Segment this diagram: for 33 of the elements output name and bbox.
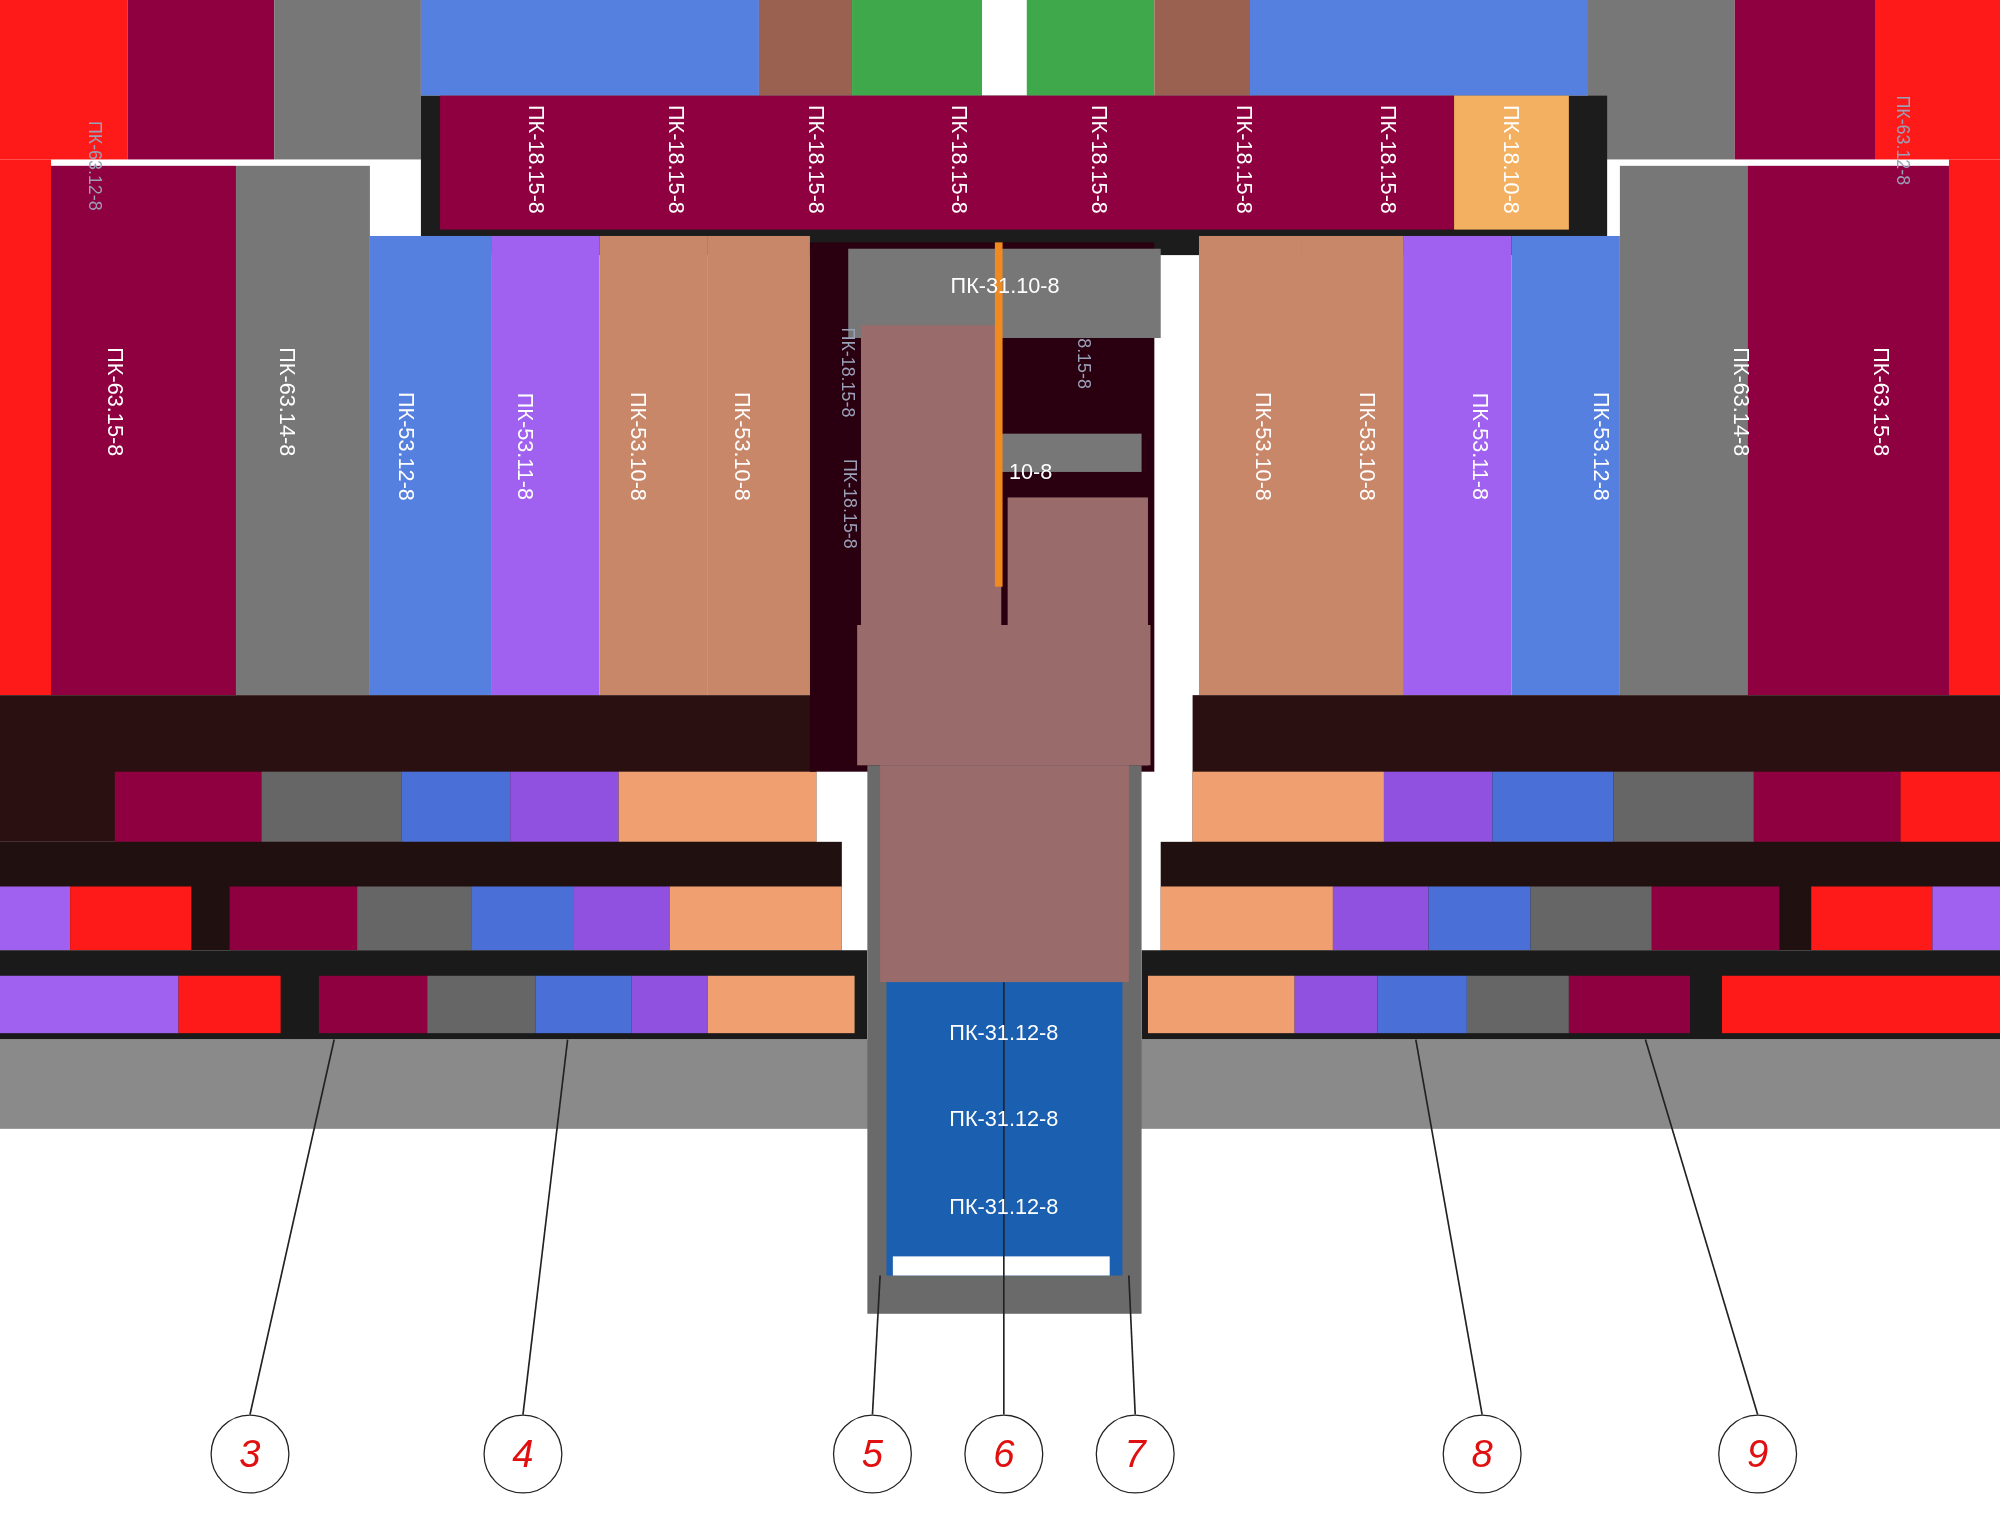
slab-mark: ПК-53.12-8 <box>1589 391 1612 501</box>
slab-mark: 8.15-8 <box>1075 338 1094 389</box>
slab-mark: ПК-63.12-8 <box>86 120 105 211</box>
slab-mark: ПК-63.15-8 <box>1870 347 1893 457</box>
slab-mark: ПК-53.10-8 <box>1251 391 1274 501</box>
axis-bubble: 5 <box>832 1414 912 1494</box>
axis-bubble: 9 <box>1718 1414 1798 1494</box>
axis-bubble: 7 <box>1095 1414 1175 1494</box>
slab-mark: ПК-18.15-8 <box>1232 104 1255 214</box>
slab-mark: ПК-18.15-8 <box>1088 104 1111 214</box>
slab-mark: ПК-18.15-8 <box>805 104 828 214</box>
slab-mark: ПК-18.15-8 <box>839 327 858 418</box>
axis-bubble: 4 <box>483 1414 563 1494</box>
slab-mark: ПК-63.14-8 <box>1730 347 1752 457</box>
axis-bubble: 3 <box>210 1414 290 1494</box>
axis-bubble: 6 <box>964 1414 1044 1494</box>
slab-mark: ПК-18.15-8 <box>524 104 547 214</box>
slab-mark: ПК-18.15-8 <box>665 104 687 214</box>
slab-mark: ПК-53.10-8 <box>731 391 754 501</box>
slab-mark: ПК-18.10-8 <box>1500 104 1523 214</box>
slab-mark: ПК-18.15-8 <box>948 104 971 214</box>
slab-mark: ПК-63.15-8 <box>103 347 126 457</box>
slab-mark: ПК-53.10-8 <box>1356 391 1379 501</box>
slab-mark: ПК-63.12-8 <box>1894 95 1912 186</box>
axis-bubble: 8 <box>1442 1414 1522 1494</box>
slab-mark: ПК-63.14-8 <box>276 347 298 457</box>
slab-mark: ПК-53.11-8 <box>1468 392 1491 501</box>
slab-mark: 10-8 <box>1008 461 1053 483</box>
slab-mark: ПК-53.11-8 <box>514 392 537 501</box>
slab-mark: ПК-18.15-8 <box>1376 104 1399 214</box>
slab-mark: ПК-18.15-8 <box>841 458 860 549</box>
slab-mark: ПК-53.12-8 <box>394 391 417 501</box>
slab-mark: ПК-53.10-8 <box>626 391 649 501</box>
